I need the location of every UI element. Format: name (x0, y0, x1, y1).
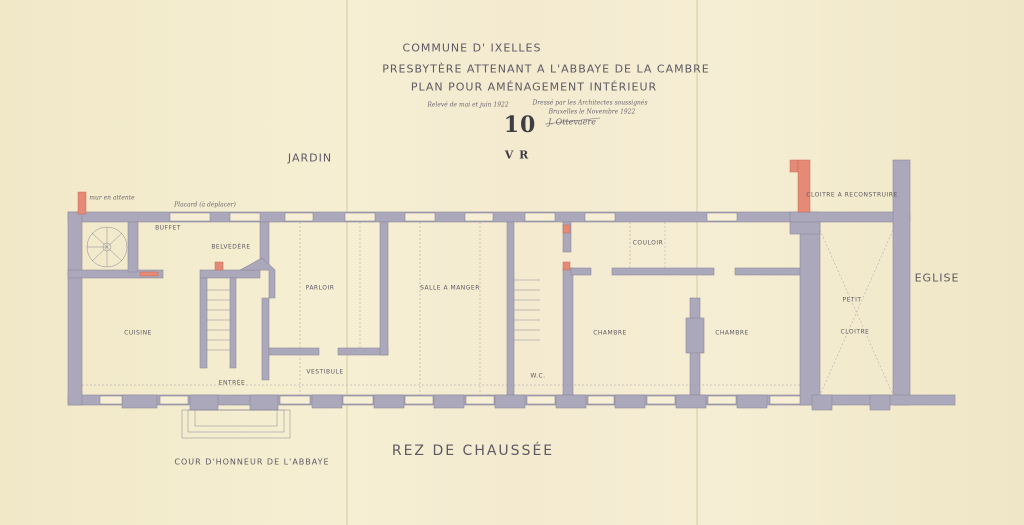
label-wc: W.C. (530, 372, 546, 380)
survey-note: Relevé de mai et juin 1922 (427, 101, 509, 109)
label-cloister-rebuild: CLOITRE A RECONSTRUIRE (806, 191, 898, 199)
signature: J. Ottevaere (548, 117, 596, 127)
beam-lines (82, 222, 894, 396)
cupboard-note: Placard (à déplacer) (174, 201, 236, 209)
signature-flourish (544, 117, 601, 125)
new-walls (77, 159, 811, 277)
label-parlour: PARLOIR (305, 284, 335, 292)
initials: V R (504, 148, 530, 162)
date-note: Bruxelles le Novembre 1922 (548, 108, 636, 116)
spiral-staircase (86, 226, 128, 268)
title-line-2: PRESBYTÈRE ATTENANT A L'ABBAYE DE LA CAM… (382, 62, 710, 76)
label-courtyard: COUR D'HONNEUR DE L'ABBAYE (174, 457, 330, 467)
floor-title: REZ DE CHAUSSÉE (391, 443, 555, 459)
label-kitchen: CUISINE (124, 329, 152, 337)
label-garden: JARDIN (287, 151, 333, 165)
title-line-3: PLAN POUR AMÉNAGEMENT INTÉRIEUR (410, 80, 658, 94)
architects-note: Dressé par les Architectes soussignés (532, 99, 648, 107)
stairs (181, 279, 540, 439)
label-belvedere: BELVÉDÈRE (211, 243, 251, 251)
label-small-cloister-2: CLOITRE (840, 328, 870, 336)
label-entrance: ENTRÉE (218, 379, 246, 387)
label-small-cloister: PETIT (842, 296, 862, 304)
label-church: EGLISE (914, 271, 960, 285)
sheet-number: 10 (503, 112, 537, 138)
label-dining: SALLE A MANGER (420, 284, 480, 292)
wall-note: mur en attente (89, 194, 135, 202)
label-bedroom-2: CHAMBRE (715, 329, 749, 337)
windows (99, 212, 801, 405)
walls (67, 159, 956, 411)
title-line-1: COMMUNE D' IXELLES (402, 41, 542, 55)
label-bedroom-1: CHAMBRE (593, 329, 627, 337)
label-vestibule: VESTIBULE (306, 368, 344, 376)
label-corridor: COULOIR (632, 239, 664, 247)
label-buffet: BUFFET (155, 224, 181, 232)
